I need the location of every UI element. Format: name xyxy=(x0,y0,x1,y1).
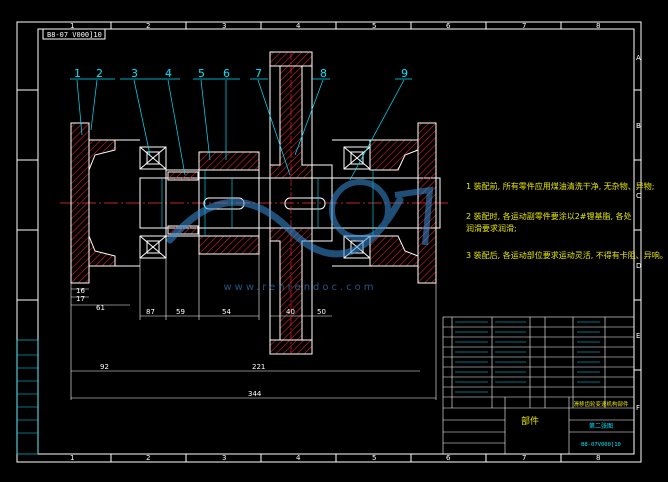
dim-344: 344 xyxy=(248,390,262,398)
zone-number: 6 xyxy=(446,22,451,30)
dim-54: 54 xyxy=(222,308,231,316)
dim-40: 40 xyxy=(286,308,295,316)
zone-letter: C xyxy=(636,192,641,200)
zone-number: 7 xyxy=(522,454,526,462)
zone-number: 5 xyxy=(372,454,376,462)
balloon-4: 4 xyxy=(165,67,172,80)
title-block-title: 部件 xyxy=(521,415,539,427)
zone-number: 3 xyxy=(222,22,226,30)
zone-letter: D xyxy=(636,262,641,270)
parts-list xyxy=(442,316,635,455)
dimension-lines xyxy=(70,254,437,400)
sheet-frame xyxy=(16,21,642,463)
balloon-numbers: 1 2 3 4 5 6 7 8 9 xyxy=(74,67,408,80)
zone-number: 6 xyxy=(446,454,451,462)
balloon-1: 1 xyxy=(74,67,81,80)
dimension-values: 16 17 61 87 59 54 40 50 92 221 344 xyxy=(76,287,326,398)
zone-letter: B xyxy=(636,122,641,130)
title-block-subtitle: 滑移齿轮变速机构部件 xyxy=(573,400,629,408)
balloon-6: 6 xyxy=(223,67,230,80)
balloon-leaders xyxy=(70,78,412,181)
zone-number: 8 xyxy=(596,454,600,462)
zone-number: 4 xyxy=(296,454,301,462)
zone-letter: A xyxy=(636,54,641,62)
dim-87: 87 xyxy=(146,308,155,316)
zone-number: 4 xyxy=(296,22,301,30)
zone-number: 1 xyxy=(70,22,74,30)
tech-note-1: 1 装配前, 所有零件应用煤油清洗干净, 无杂物、异物; xyxy=(466,182,655,191)
balloon-3: 3 xyxy=(131,67,138,80)
zone-number: 2 xyxy=(146,454,150,462)
dim-61: 61 xyxy=(96,304,105,312)
zone-letter: E xyxy=(636,332,640,340)
zone-number: 7 xyxy=(522,22,526,30)
drawing-code: B8-07 V000]10 xyxy=(47,31,102,39)
dim-17: 17 xyxy=(76,295,85,303)
balloon-8: 8 xyxy=(320,67,327,80)
title-block-sheet: 第二张图 xyxy=(589,422,613,430)
balloon-7: 7 xyxy=(255,67,262,80)
title-block-drawing-no: B8-07V000]10 xyxy=(581,442,621,448)
zone-number: 3 xyxy=(222,454,226,462)
left-sign-table xyxy=(16,339,39,455)
zone-number: 1 xyxy=(70,454,74,462)
balloon-5: 5 xyxy=(198,67,205,80)
watermark-logo xyxy=(166,179,434,258)
tech-note-2: 2 装配时, 各运动副零件要涂以2#锂基脂, 各处润滑要求润滑; xyxy=(466,212,632,233)
drawing-code-box xyxy=(42,28,106,40)
parts-list-fills xyxy=(455,321,600,393)
dim-50: 50 xyxy=(317,308,326,316)
dim-59: 59 xyxy=(176,308,185,316)
dim-92: 92 xyxy=(100,363,109,371)
balloon-2: 2 xyxy=(96,67,103,80)
watermark-text: www.renrendoc.com xyxy=(223,282,376,293)
zone-number: 8 xyxy=(596,22,600,30)
zone-number: 2 xyxy=(146,22,150,30)
dim-221: 221 xyxy=(252,363,265,371)
zone-number: 5 xyxy=(372,22,376,30)
balloon-9: 9 xyxy=(401,67,408,80)
dim-16: 16 xyxy=(76,287,85,295)
zone-labels: 1 2 3 4 5 6 7 8 1 2 3 4 5 6 7 8 A B C D … xyxy=(70,22,641,462)
zone-letter: F xyxy=(636,404,640,412)
tech-note-3: 3 装配后, 各运动部位要求运动灵活, 不得有卡阻、异响。 xyxy=(466,251,668,260)
